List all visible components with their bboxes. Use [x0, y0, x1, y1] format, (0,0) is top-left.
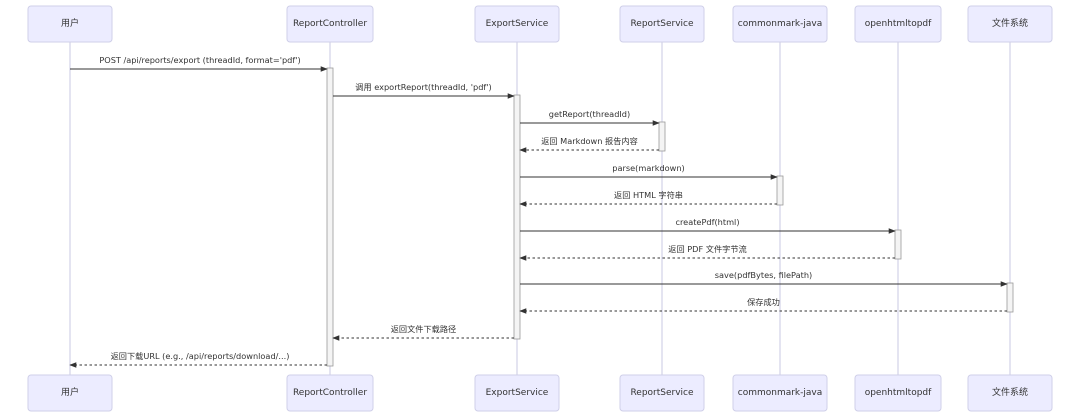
participant-label: 用户 [61, 386, 79, 398]
participant-box [474, 374, 560, 412]
message-label: POST /api/reports/export (threadId, form… [99, 55, 300, 65]
message-6: 返回 HTML 字符串 [519, 190, 777, 207]
activation-bar-fs [1006, 282, 1014, 313]
message-8: 返回 PDF 文件字节流 [519, 244, 895, 261]
participant-label: openhtmltopdf [865, 388, 932, 398]
participant-rc-bottom: ReportController [286, 374, 374, 412]
participant-oh-bottom: openhtmltopdf [854, 374, 942, 412]
message-5: parse(markdown) [520, 163, 778, 180]
participant-user-bottom: 用户 [27, 374, 113, 412]
participant-fs-bottom: 文件系统 [967, 374, 1053, 412]
participant-label: ReportService [630, 388, 694, 398]
participant-box [286, 5, 374, 43]
participant-box [732, 374, 828, 412]
message-label: save(pdfBytes, filePath) [715, 270, 812, 280]
participant-label: ReportController [293, 388, 367, 398]
participant-box [619, 5, 705, 43]
message-7: createPdf(html) [520, 217, 896, 234]
message-4: 返回 Markdown 报告内容 [519, 136, 659, 153]
message-label: 返回文件下载路径 [391, 324, 457, 334]
participant-label: openhtmltopdf [865, 19, 932, 29]
message-3: getReport(threadId) [520, 109, 660, 126]
message-label: 调用 exportReport(threadId, 'pdf') [355, 82, 491, 92]
participant-box [854, 374, 942, 412]
participant-box [286, 374, 374, 412]
message-label: getReport(threadId) [549, 109, 630, 119]
participant-label: 用户 [61, 17, 79, 29]
participant-fs-top: 文件系统 [967, 5, 1053, 43]
message-2: 调用 exportReport(threadId, 'pdf') [333, 82, 515, 99]
activation-bar-es [513, 94, 521, 340]
participant-cm-bottom: commonmark-java [732, 374, 828, 412]
participant-label: ExportService [486, 388, 549, 398]
participant-rc-top: ReportController [286, 5, 374, 43]
message-label: parse(markdown) [612, 163, 684, 173]
message-12: 返回下载URL (e.g., /api/reports/download/...… [69, 351, 327, 368]
participant-label: 文件系统 [992, 386, 1028, 398]
participant-label: 文件系统 [992, 17, 1028, 29]
participant-rs-bottom: ReportService [619, 374, 705, 412]
activation-bar-rs [658, 121, 666, 152]
message-label: 返回 PDF 文件字节流 [668, 244, 746, 254]
message-9: save(pdfBytes, filePath) [520, 270, 1008, 287]
activation-bar-rc [326, 67, 334, 367]
participant-es-top: ExportService [474, 5, 560, 43]
message-1: POST /api/reports/export (threadId, form… [70, 55, 328, 72]
participant-label: ReportController [293, 19, 367, 29]
message-11: 返回文件下载路径 [332, 324, 514, 341]
participant-label: commonmark-java [738, 19, 823, 29]
activation-bar-oh [894, 229, 902, 260]
activation-bar-cm [776, 175, 784, 206]
participant-label: ReportService [630, 19, 694, 29]
message-10: 保存成功 [519, 297, 1007, 314]
message-label: 返回 HTML 字符串 [614, 190, 683, 200]
participant-rs-top: ReportService [619, 5, 705, 43]
participant-es-bottom: ExportService [474, 374, 560, 412]
participant-box [967, 5, 1053, 43]
message-label: createPdf(html) [675, 217, 739, 227]
message-label: 保存成功 [747, 297, 780, 307]
participant-box [619, 374, 705, 412]
participant-label: ExportService [486, 19, 549, 29]
participant-box [854, 5, 942, 43]
participant-box [27, 5, 113, 43]
message-label: 返回下载URL (e.g., /api/reports/download/...… [111, 351, 290, 361]
participant-box [967, 374, 1053, 412]
participant-box [27, 374, 113, 412]
message-label: 返回 Markdown 报告内容 [541, 136, 638, 146]
participant-cm-top: commonmark-java [732, 5, 828, 43]
participant-label: commonmark-java [738, 388, 823, 398]
participant-oh-top: openhtmltopdf [854, 5, 942, 43]
participant-box [732, 5, 828, 43]
participant-box [474, 5, 560, 43]
participant-user-top: 用户 [27, 5, 113, 43]
